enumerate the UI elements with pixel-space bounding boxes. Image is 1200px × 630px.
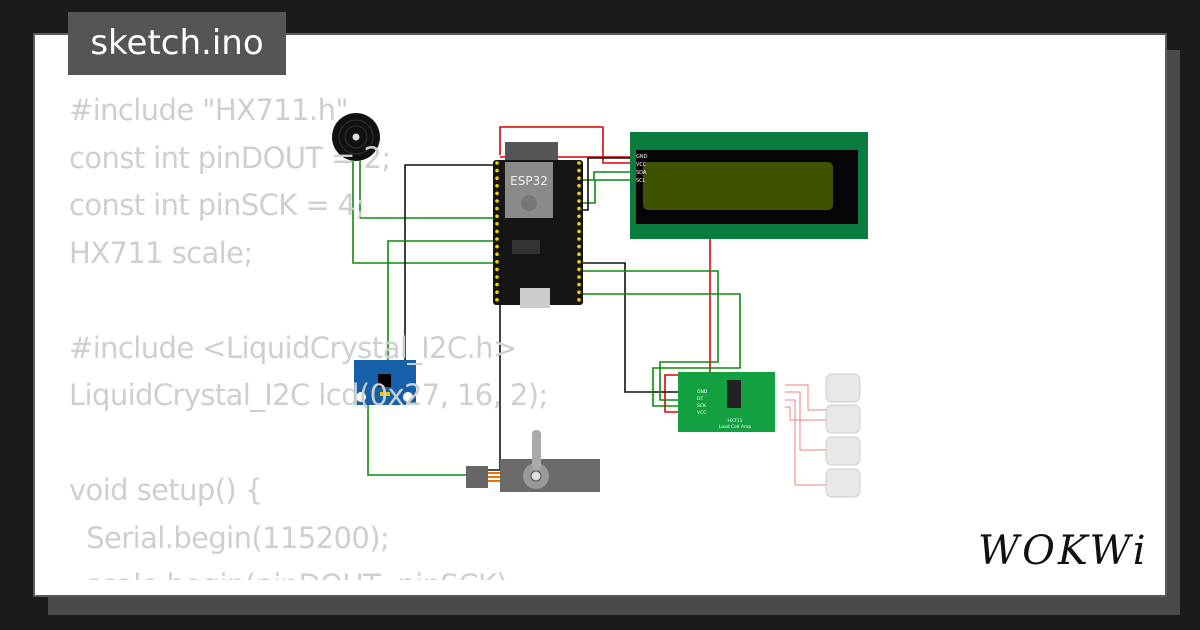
esp32-pin	[577, 282, 581, 287]
esp32-pin	[495, 229, 499, 234]
esp32-pin	[577, 229, 581, 234]
lcd-display[interactable]: GND VCC SDA SCL	[630, 132, 868, 239]
esp32-pin	[495, 161, 499, 165]
load-cells[interactable]	[785, 373, 861, 498]
wokwi-logo: WOKWi	[978, 528, 1149, 574]
esp32-pin	[577, 176, 581, 180]
esp32-pin	[577, 252, 581, 256]
esp32-pin	[577, 168, 581, 173]
esp32-pin	[495, 290, 499, 295]
servo-motor[interactable]	[466, 430, 600, 492]
esp32-pin	[577, 275, 581, 279]
esp32-label: ESP32	[510, 174, 548, 188]
mpu6050-sensor[interactable]	[354, 360, 416, 405]
hx711-label: HX711	[727, 418, 742, 424]
esp32-pin	[495, 176, 499, 180]
esp32-pin	[495, 282, 499, 287]
hx711-pin-label: SCK	[697, 403, 707, 409]
esp32-pin	[577, 244, 581, 249]
esp32-pin	[577, 184, 581, 188]
hx711-module[interactable]: GND DT SCK VCC HX711 Load Cell Amp	[678, 372, 775, 432]
lcd-pin-label: GND	[636, 154, 648, 160]
hx711-pin-label: GND	[697, 389, 708, 395]
esp32-board[interactable]: ESP32	[493, 142, 583, 308]
buzzer[interactable]	[332, 113, 380, 161]
esp32-pin	[495, 214, 499, 218]
hx711-pin-label: VCC	[697, 410, 706, 416]
file-tab[interactable]: sketch.ino	[68, 12, 286, 75]
esp32-pin	[495, 260, 499, 264]
esp32-pin	[495, 199, 499, 203]
esp32-pin	[577, 199, 581, 203]
esp32-pin	[495, 184, 499, 188]
esp32-pin	[577, 260, 581, 264]
hx711-pin-label: DT	[697, 396, 703, 402]
esp32-pin	[577, 191, 581, 196]
lcd-pin-label: SDA	[636, 170, 647, 176]
esp32-pin	[495, 191, 499, 196]
esp32-pin	[495, 237, 499, 241]
esp32-pin	[577, 290, 581, 295]
lcd-pin-label: SCL	[636, 178, 646, 184]
lcd-pin-label: VCC	[636, 162, 647, 168]
esp32-pin	[577, 206, 581, 211]
hx711-sublabel: Load Cell Amp	[719, 424, 752, 430]
esp32-pin	[495, 275, 499, 279]
esp32-pin	[495, 298, 499, 302]
esp32-pin	[495, 168, 499, 173]
esp32-pin	[495, 267, 499, 272]
esp32-pin	[495, 206, 499, 211]
esp32-pin	[495, 244, 499, 249]
esp32-pin	[577, 298, 581, 302]
esp32-pin	[577, 222, 581, 226]
esp32-pin	[577, 214, 581, 218]
esp32-pin	[495, 222, 499, 226]
esp32-pin	[577, 237, 581, 241]
esp32-pin	[495, 252, 499, 256]
esp32-pin	[577, 267, 581, 272]
esp32-pin	[577, 161, 581, 165]
